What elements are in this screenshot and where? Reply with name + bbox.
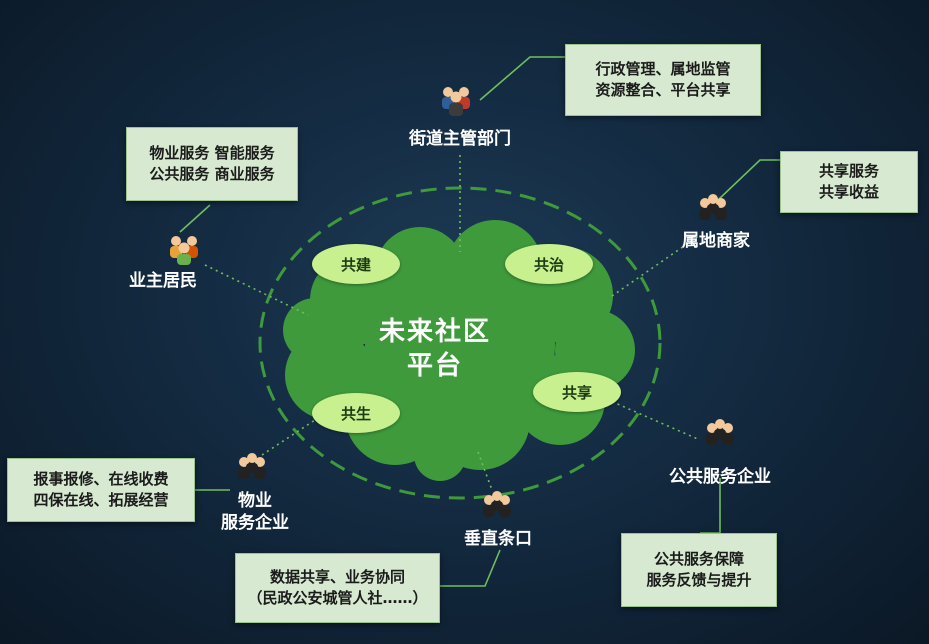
- residents-box-line2: 公共服务 商业服务: [149, 165, 275, 183]
- leader-merchants: [717, 159, 780, 201]
- vertical-box-line2: （民政公安城管人社……）: [247, 589, 428, 607]
- node-property-label-line2: 服务企业: [221, 513, 289, 533]
- public-box: 公共服务保障 服务反馈与提升: [621, 533, 777, 607]
- node-street-label: 街道主管部门: [409, 129, 511, 149]
- people-group-icon: [442, 87, 470, 116]
- platform-cloud: [283, 220, 635, 481]
- node-public-label: 公共服务企业: [669, 467, 771, 487]
- platform-ring: [258, 186, 662, 500]
- link-residents: [204, 264, 309, 316]
- people-group-icon: [699, 194, 727, 220]
- platform-title-line1: 未来社区: [378, 317, 491, 347]
- public-box-line1: 公共服务保障: [653, 550, 744, 568]
- node-vertical-label: 垂直条口: [464, 529, 532, 549]
- vertical-box: 数据共享、业务协同 （民政公安城管人社……）: [235, 553, 440, 623]
- merchants-box-line2: 共享收益: [818, 183, 879, 201]
- merchants-box: 共享服务 共享收益: [780, 151, 918, 213]
- property-box-line2: 四保在线、拓展经营: [33, 491, 169, 509]
- residents-box-line1: 物业服务 智能服务: [149, 144, 275, 162]
- pillar-govern: 共治: [505, 244, 593, 284]
- pillar-live: 共生: [312, 393, 400, 433]
- street-box-line2: 资源整合、平台共享: [595, 81, 731, 99]
- platform-title: 未来社区 平台: [370, 315, 500, 383]
- leader-residents: [179, 204, 211, 233]
- merchants-box-line1: 共享服务: [818, 162, 879, 180]
- people-group-icon: [238, 453, 266, 479]
- property-box: 报事报修、在线收费 四保在线、拓展经营: [7, 458, 195, 522]
- vertical-box-line1: 数据共享、业务协同: [269, 568, 405, 586]
- street-box: 行政管理、属地监管 资源整合、平台共享: [565, 44, 761, 116]
- people-group-icon: [483, 491, 511, 517]
- link-property: [261, 417, 319, 456]
- connectors: [179, 56, 780, 587]
- public-box-line2: 服务反馈与提升: [646, 571, 752, 589]
- node-merchants-label: 属地商家: [682, 231, 750, 251]
- leader-street: [479, 56, 565, 101]
- link-vertical: [477, 451, 493, 491]
- residents-box: 物业服务 智能服务 公共服务 商业服务: [126, 127, 298, 201]
- people-group-icon: [706, 419, 734, 445]
- pillar-build: 共建: [312, 244, 400, 284]
- node-property-label: 物业 服务企业: [200, 490, 310, 534]
- link-public: [589, 391, 701, 441]
- pillar-share: 共享: [533, 372, 621, 412]
- street-box-line1: 行政管理、属地监管: [595, 60, 731, 78]
- people-group-icon: [170, 236, 198, 265]
- leader-vertical: [440, 549, 501, 587]
- node-residents-label: 业主居民: [129, 271, 197, 291]
- property-box-line1: 报事报修、在线收费: [33, 470, 169, 488]
- node-property-label-line1: 物业: [238, 491, 272, 511]
- platform-title-line2: 平台: [406, 351, 463, 381]
